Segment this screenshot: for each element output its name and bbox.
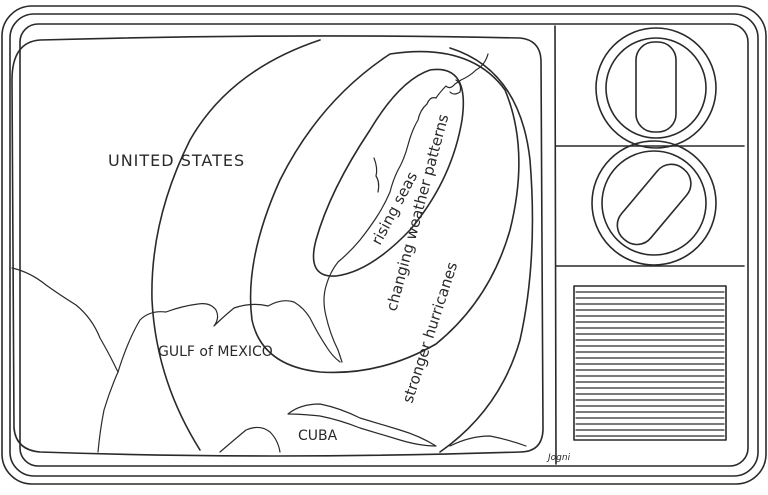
- label-gulf-of-mexico: GULF of MEXICO: [158, 344, 273, 360]
- label-united-states: UNITED STATES: [108, 151, 245, 170]
- tv-outer-frame: [1, 5, 767, 485]
- artist-signature: Jogni: [546, 453, 571, 463]
- map-coastlines: [11, 53, 527, 453]
- zone-outer-boundary-east: [439, 47, 534, 453]
- tv-inner-frame: [9, 13, 759, 477]
- tv-bezel: [19, 23, 749, 467]
- tv-knob-icon: [595, 27, 717, 149]
- zone-inner-boundary: [312, 68, 465, 277]
- speaker-grille-icon: [573, 285, 727, 441]
- zone-outer-boundary: [151, 39, 321, 451]
- tv-knob-icon: [591, 140, 717, 266]
- zone-middle-boundary: [249, 50, 520, 374]
- tv-screen: [11, 35, 544, 457]
- label-cuba: CUBA: [298, 428, 338, 444]
- panel-divider-vertical: [554, 25, 557, 465]
